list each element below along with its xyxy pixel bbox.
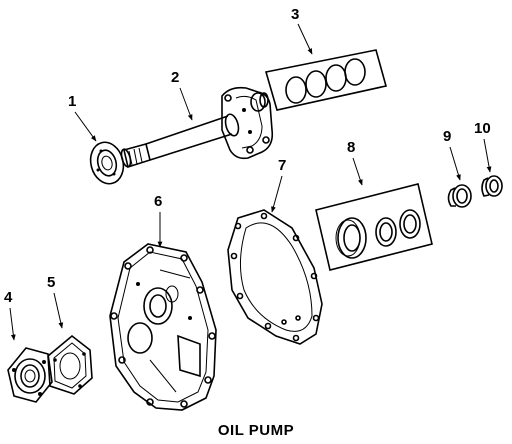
callout-5: 5: [47, 274, 55, 291]
case-housing: [109, 243, 217, 411]
leader-10: [483, 138, 492, 173]
diagram-caption: OIL PUMP: [217, 422, 295, 439]
leader-9: [449, 146, 461, 181]
rear-seal: [481, 175, 503, 197]
callout-9: 9: [443, 128, 451, 145]
bushing: [447, 184, 472, 208]
seal-rings-kit: [264, 49, 387, 111]
leader-3: [297, 23, 313, 55]
callout-2: 2: [171, 69, 179, 86]
callout-1: 1: [68, 93, 76, 110]
cover-gasket: [47, 334, 93, 395]
callout-7: 7: [278, 157, 286, 174]
leader-4: [9, 307, 16, 341]
bearing-retainer: [7, 347, 53, 403]
leader-7: [271, 175, 283, 213]
case-gasket: [227, 209, 323, 345]
leader-5: [53, 292, 64, 329]
leader-8: [352, 157, 363, 186]
pump-shaft-assembly: [120, 86, 274, 169]
callout-4: 4: [4, 289, 13, 306]
leader-1: [74, 111, 97, 142]
front-seal: [89, 141, 125, 185]
callout-3: 3: [291, 6, 299, 23]
callout-8: 8: [347, 139, 355, 156]
seal-kit: [315, 183, 433, 271]
leader-2: [179, 87, 193, 121]
callout-6: 6: [154, 193, 162, 210]
callout-10: 10: [474, 120, 491, 137]
